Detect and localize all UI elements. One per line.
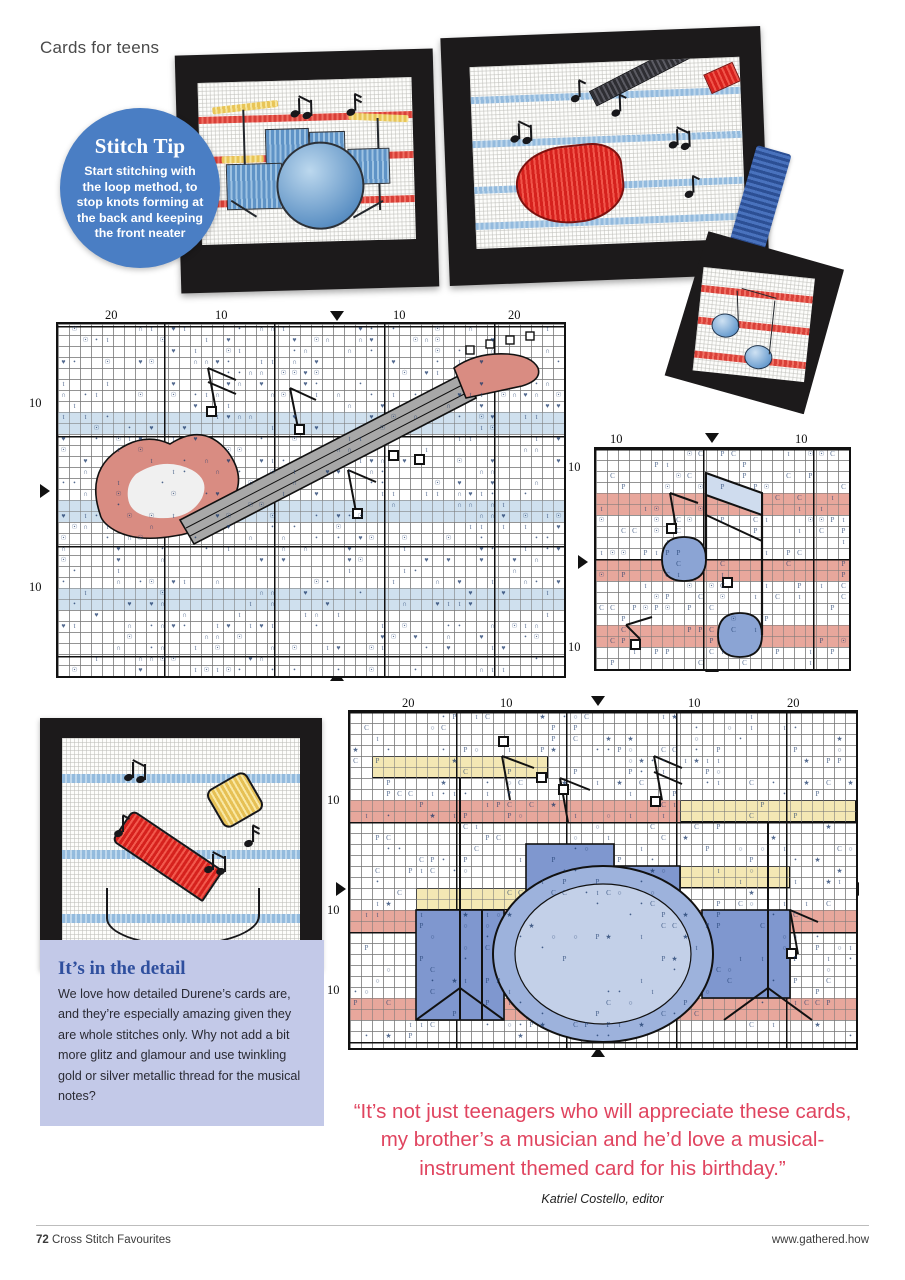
drum-kit-stitching [197,77,416,245]
chart-drums-xtick-20-left: 20 [402,696,415,710]
chart-guitar-xtick-20-right: 20 [508,308,521,322]
footer-magazine-title: Cross Stitch Favourites [52,1234,171,1246]
chart-notes-artwork [625,471,764,658]
chart-guitar-xtick-10-right: 10 [393,308,406,322]
chart-guitar-ytick-10-lower: 10 [29,580,42,594]
detail-callout-box: It’s in the detail We love how detailed … [40,940,324,1126]
chart-guitar-centre-top-marker [330,311,344,321]
chart-drums-artwork [415,736,819,1043]
pull-quote-text: “It’s not just teenagers who will apprec… [353,1100,852,1180]
chart-drums-centre-bottom-marker [591,1047,605,1057]
chart-guitar-ytick-10-upper: 10 [29,396,42,410]
chart-drums-xtick-10-left: 10 [500,696,513,710]
chart-drums-centre-top-marker [591,696,605,706]
footer-page-number: 72 [36,1234,49,1246]
stitch-tip-title: Stitch Tip [94,133,186,158]
microphone-stitching [62,738,300,950]
page-footer: 72 Cross Stitch Favourites www.gathered.… [36,1225,869,1252]
footer-left: 72 Cross Stitch Favourites [36,1234,171,1246]
chart-drums-xtick-10-right: 10 [688,696,701,710]
gift-tag-stitching [693,267,815,382]
chart-notes-centre-left-marker [578,555,588,569]
chart-drums-ytick-10-lower: 10 [327,983,340,997]
chart-guitar-xtick-20-left: 20 [105,308,118,322]
chart-notes-centre-top-marker [705,433,719,443]
detail-body: We love how detailed Durene’s cards are,… [58,987,301,1103]
stitch-tip-badge: Stitch Tip Start stitching with the loop… [60,108,220,268]
chart-drums-ytick-10-middle: 10 [327,903,340,917]
chart-notes-ytick-10-lower: 10 [568,640,581,654]
chart-notes-xtick-10-left: 10 [610,432,623,446]
footer-website: www.gathered.how [771,1234,869,1246]
chart-drums-xtick-20-right: 20 [787,696,800,710]
chart-guitar-xtick-10-left: 10 [215,308,228,322]
guitar-stitching [469,56,747,250]
chart-drums-centre-left-marker [336,882,346,896]
chart-notes-ytick-10-upper: 10 [568,460,581,474]
page-kicker: Cards for teens [40,38,160,57]
chart-drums-ytick-10-upper: 10 [327,793,340,807]
stitch-tip-body: Start stitching with the loop method, to… [76,163,204,241]
pull-quote: “It’s not just teenagers who will apprec… [345,1098,860,1206]
pull-quote-attribution: Katriel Costello, editor [541,1191,664,1206]
chart-notes-xtick-10-right: 10 [795,432,808,446]
chart-guitar-grid: ☉∩t♥t•∩∩t♥••☉∩t☉•t☉t♥♥☉∩∩♥☉∩☉♥♥t☉t•∩∩•☉•… [56,322,566,678]
chart-guitar-artwork [94,331,540,546]
chart-guitar-centre-left-marker [40,484,50,498]
detail-heading: It’s in the detail [58,958,186,979]
photo-microphone-card [40,718,322,970]
